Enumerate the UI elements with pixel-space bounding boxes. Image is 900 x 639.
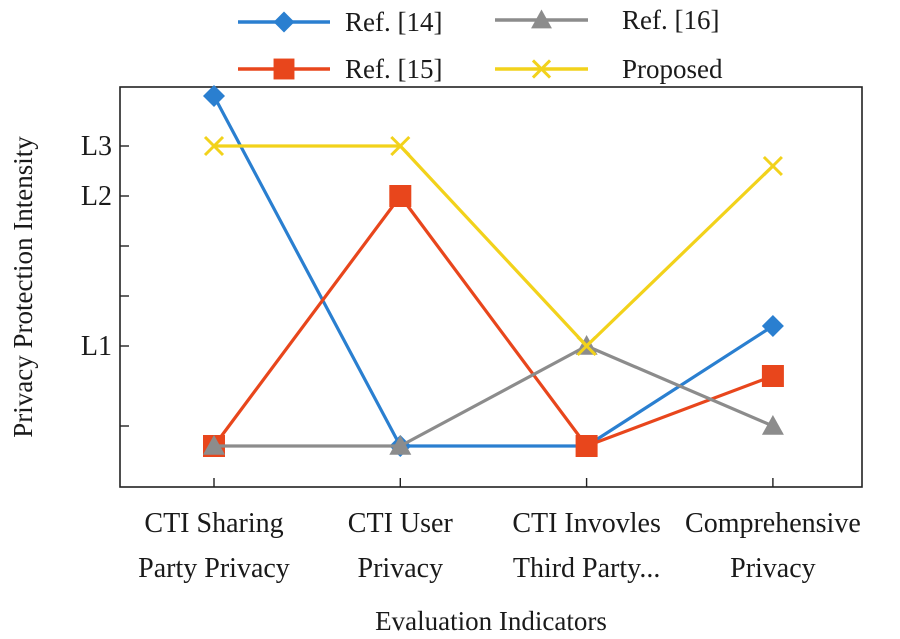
x-tick-label: Third Party... — [513, 553, 661, 584]
data-point — [203, 435, 225, 455]
x-tick-label: Privacy — [730, 553, 816, 584]
legend-label: Ref. [15] — [345, 54, 442, 84]
series-ref-15 — [203, 185, 784, 457]
y-tick-label: L2 — [81, 181, 112, 212]
x-tick-label: Party Privacy — [138, 553, 290, 584]
legend-marker — [531, 59, 552, 79]
x-tick-label: CTI Sharing — [144, 508, 283, 539]
legend-label: Ref. [14] — [345, 7, 442, 37]
series-proposed — [203, 135, 783, 357]
data-point — [203, 85, 225, 107]
series-line — [212, 194, 774, 448]
legend-marker — [531, 9, 552, 29]
series-ref-14 — [203, 85, 784, 457]
legend-item: Ref. [15] — [238, 54, 442, 84]
plot-area — [119, 85, 863, 488]
legend-item: Ref. [16] — [495, 5, 719, 35]
y-tick-label: L3 — [81, 131, 112, 162]
y-axis-title: Privacy Protection Intensity — [8, 136, 38, 438]
plot-frame — [119, 86, 863, 488]
legend-marker — [273, 58, 295, 80]
series-line — [212, 95, 774, 448]
legend-item: Proposed — [495, 54, 723, 84]
legend-label: Ref. [16] — [622, 5, 719, 35]
x-tick-label: CTI User — [348, 508, 454, 539]
legend-item: Ref. [14] — [238, 7, 442, 37]
data-point — [761, 365, 784, 387]
data-point — [575, 435, 598, 457]
y-tick-label: L1 — [81, 331, 112, 362]
legend: Ref. [14] Ref. [15] Ref. [16] Proposed — [238, 5, 723, 84]
data-point — [762, 155, 783, 177]
y-axis: L1 L2 L3 — [81, 131, 129, 427]
data-point — [389, 185, 412, 207]
series-line — [214, 344, 774, 448]
series-line — [214, 144, 775, 348]
data-point — [761, 315, 784, 337]
series-ref-16 — [203, 335, 784, 455]
x-tick-label: Privacy — [358, 553, 444, 584]
data-point — [761, 415, 784, 435]
data-point — [390, 135, 411, 157]
data-point — [203, 135, 225, 157]
legend-marker — [273, 11, 295, 33]
x-tick-label: Comprehensive — [685, 508, 861, 539]
legend-label: Proposed — [622, 54, 723, 84]
x-tick-label: CTI Invovles — [512, 508, 661, 539]
data-point — [576, 335, 597, 357]
data-point — [389, 435, 412, 455]
x-axis-title: Evaluation Indicators — [375, 606, 607, 636]
